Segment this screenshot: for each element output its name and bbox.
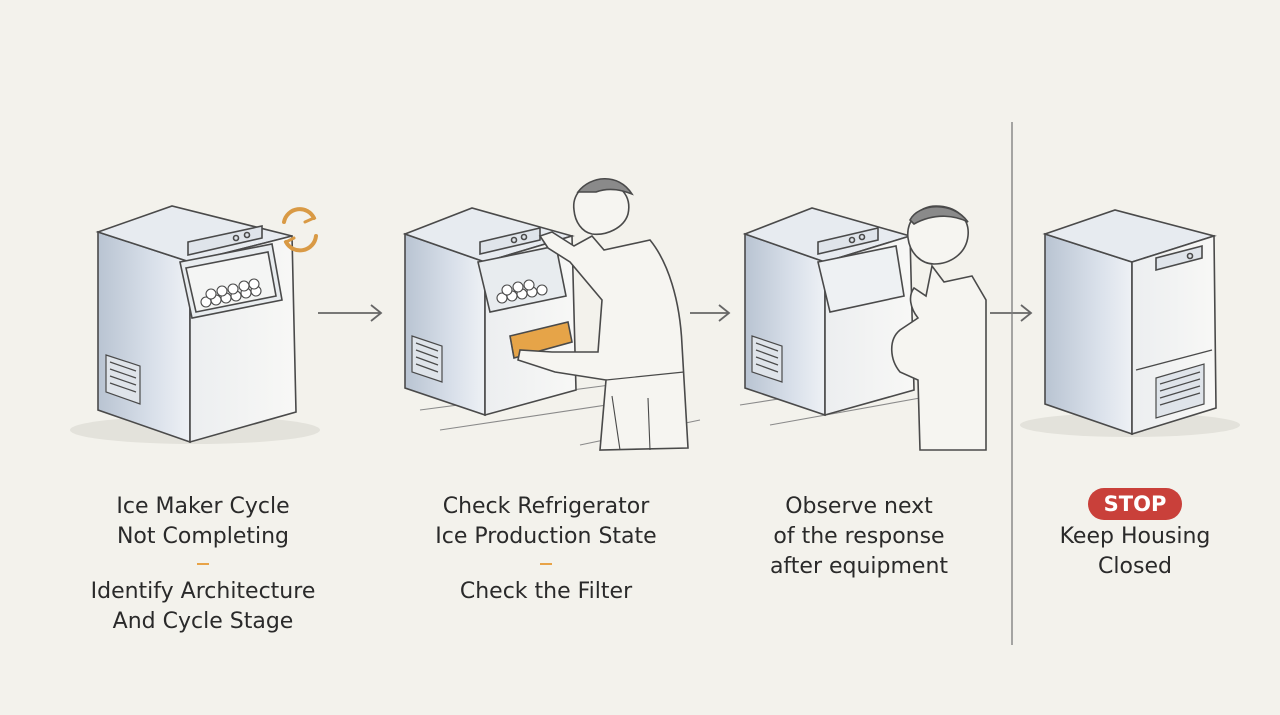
step-2-title-line-2: Ice Production State xyxy=(435,524,657,549)
step-1-caption: Ice Maker Cycle Not Completing Identify … xyxy=(53,492,353,637)
ice-maker-illustration-4 xyxy=(1020,209,1240,437)
arrow-right-icon xyxy=(690,304,731,322)
step-3-caption: Observe next of the response after equip… xyxy=(709,492,1009,582)
step-4-title-line-2: Closed xyxy=(1098,554,1172,579)
step-2-separator xyxy=(540,563,552,565)
step-1-separator xyxy=(197,563,209,565)
step-1-title-line-2: Not Completing xyxy=(116,524,290,549)
step-3-title-line-1: Observe next xyxy=(785,494,933,519)
step-2-title-line-1: Check Refrigerator xyxy=(442,494,650,519)
stop-badge: STOP xyxy=(1087,488,1183,520)
step-1-sub-line-2: And Cycle Stage xyxy=(112,609,294,634)
ice-maker-illustration-1 xyxy=(70,205,320,444)
step-2-caption: Check Refrigerator Ice Production State … xyxy=(396,492,696,607)
step-1-title-line-1: Ice Maker Cycle xyxy=(116,494,290,519)
arrow-right-icon xyxy=(318,304,383,322)
step-3-title-line-3: after equipment xyxy=(769,554,949,579)
step-4-caption: STOP Keep Housing Closed xyxy=(985,488,1280,582)
refresh-cycle-icon xyxy=(282,207,318,253)
step-3-title-line-2: of the response xyxy=(773,524,945,549)
ice-maker-illustration-2 xyxy=(402,178,701,451)
ice-maker-illustration-3 xyxy=(739,205,987,451)
step-4-title-line-1: Keep Housing xyxy=(1059,524,1211,549)
step-2-sub-line-1: Check the Filter xyxy=(459,579,633,604)
step-1-sub-line-1: Identify Architecture xyxy=(90,579,316,604)
arrow-right-icon xyxy=(990,304,1033,322)
